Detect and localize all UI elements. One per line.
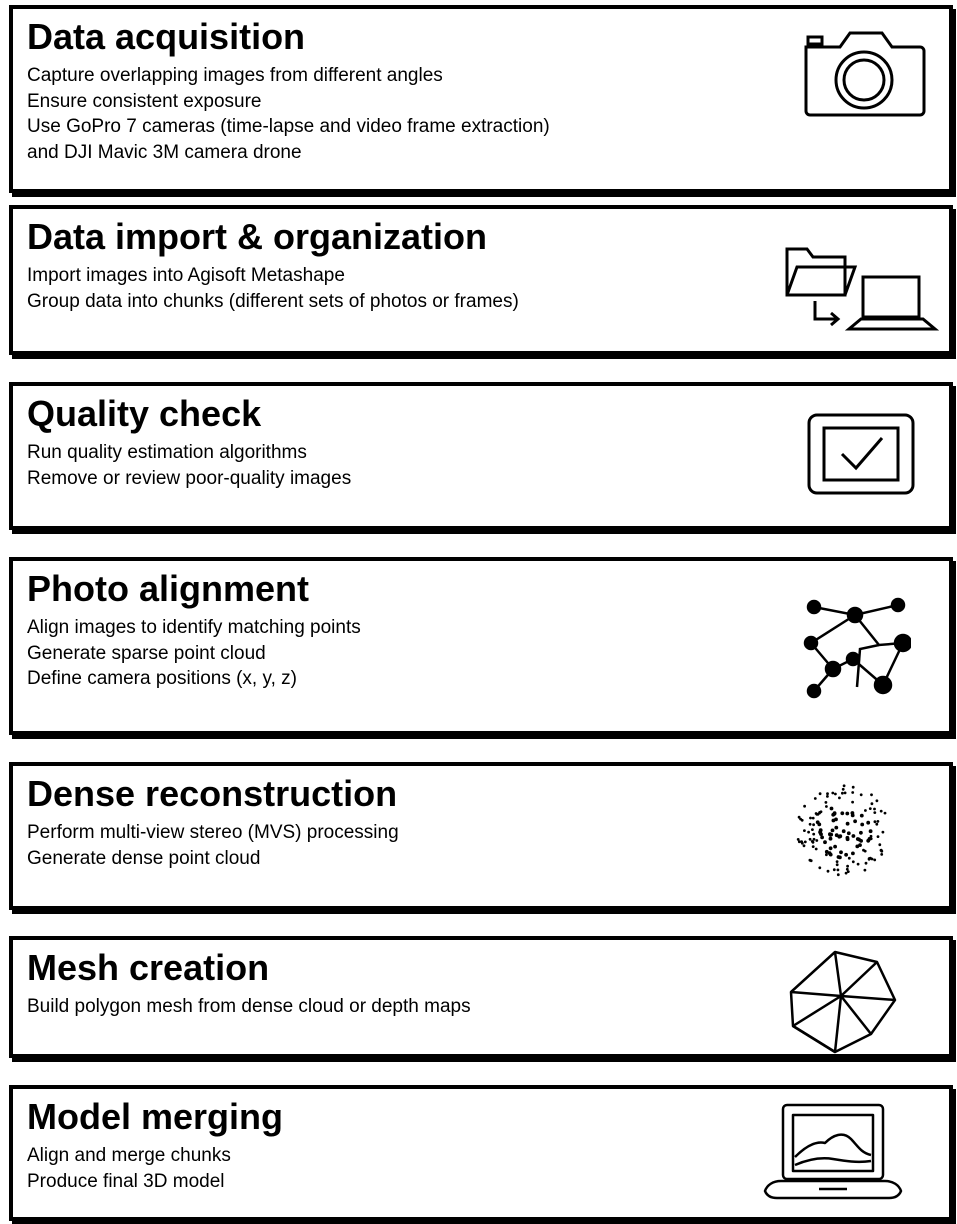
step-description: Build polygon mesh from dense cloud or d…: [27, 994, 471, 1020]
step-line: and DJI Mavic 3M camera drone: [27, 141, 302, 163]
step-line: Align images to identify matching points: [27, 617, 361, 638]
step-dense-reconstruction: Dense reconstruction Perform multi-view …: [9, 762, 953, 910]
step-title: Model merging: [27, 1096, 284, 1137]
checkbox-icon: [806, 412, 916, 496]
step-description: Align images to identify matching points…: [27, 615, 361, 692]
laptop-model-icon: [763, 1101, 903, 1201]
step-data-acquisition: Data acquisition Capture overlapping ima…: [9, 5, 953, 193]
dense-point-cloud-icon: [793, 778, 893, 882]
step-title: Quality check: [27, 393, 262, 434]
step-line: Remove or review poor-quality images: [27, 467, 352, 489]
step-line: Build polygon mesh from dense cloud or d…: [27, 996, 471, 1017]
step-data-import: Data import & organization Import images…: [9, 205, 953, 355]
step-title: Mesh creation: [27, 947, 270, 988]
step-photo-alignment: Photo alignment Align images to identify…: [9, 557, 953, 735]
step-quality-check: Quality check Run quality estimation alg…: [9, 382, 953, 530]
step-title: Photo alignment: [27, 568, 309, 609]
step-line: Group data into chunks (different sets o…: [27, 290, 519, 312]
step-line: Capture overlapping images from differen…: [27, 65, 443, 86]
step-line: Generate sparse point cloud: [27, 642, 266, 664]
step-line: Use GoPro 7 cameras (time-lapse and vide…: [27, 116, 550, 137]
polygon-mesh-icon: [787, 948, 899, 1054]
step-line: Generate dense point cloud: [27, 847, 261, 869]
step-line: Ensure consistent exposure: [27, 90, 262, 112]
step-line: Import images into Agisoft Metashape: [27, 265, 345, 286]
camera-icon: [802, 27, 927, 119]
step-model-merging: Model merging Align and merge chunks Pro…: [9, 1085, 953, 1221]
point-network-icon: [801, 593, 911, 703]
step-line: Produce final 3D model: [27, 1170, 225, 1192]
step-mesh-creation: Mesh creation Build polygon mesh from de…: [9, 936, 953, 1058]
step-description: Capture overlapping images from differen…: [27, 63, 550, 165]
step-description: Import images into Agisoft Metashape Gro…: [27, 263, 519, 314]
step-title: Data import & organization: [27, 216, 488, 257]
step-description: Run quality estimation algorithms Remove…: [27, 440, 351, 491]
step-description: Perform multi-view stereo (MVS) processi…: [27, 820, 399, 871]
step-line: Align and merge chunks: [27, 1145, 231, 1166]
step-line: Run quality estimation algorithms: [27, 442, 307, 463]
step-description: Align and merge chunks Produce final 3D …: [27, 1143, 231, 1194]
step-line: Perform multi-view stereo (MVS) processi…: [27, 822, 399, 843]
step-line: Define camera positions (x, y, z): [27, 668, 297, 689]
folder-to-laptop-icon: [781, 239, 941, 339]
step-title: Data acquisition: [27, 16, 306, 57]
step-title: Dense reconstruction: [27, 773, 398, 814]
